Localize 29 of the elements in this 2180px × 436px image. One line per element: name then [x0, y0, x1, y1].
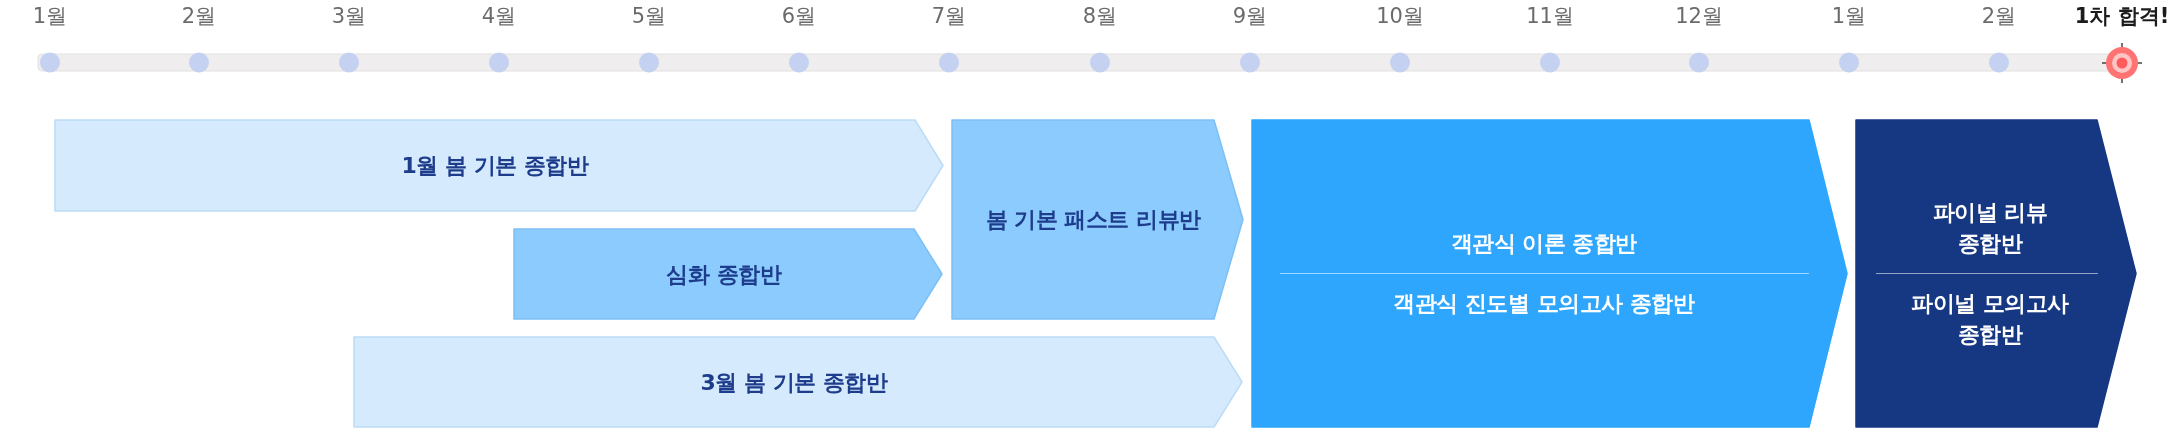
month-label: 9월: [1232, 3, 1268, 30]
month-label: 1월: [32, 3, 68, 30]
course-name: 3월 봄 기본 종합반: [700, 368, 888, 397]
course-name: 객관식 이론 종합반: [1450, 230, 1637, 258]
goal-label: 1차 합격!: [2074, 3, 2170, 30]
course-panel: [514, 229, 942, 319]
month-label: 6월: [781, 3, 817, 30]
course-panel: [1252, 120, 1847, 427]
month-label: 5월: [631, 3, 667, 30]
course-name: 객관식 진도별 모의고사 종합반: [1393, 290, 1695, 318]
course-panel: [55, 120, 943, 211]
month-label: 10월: [1376, 3, 1424, 30]
course-name: 파이널 모의고사 종합반: [1910, 290, 2070, 349]
course-name: 심화 종합반: [666, 260, 782, 289]
month-label: 11월: [1526, 3, 1574, 30]
month-label: 2월: [1981, 3, 2017, 30]
month-label: 3월: [331, 3, 367, 30]
course-panel: [1856, 120, 2136, 427]
month-label: 12월: [1675, 3, 1723, 30]
course-name: 1월 봄 기본 종합반: [401, 152, 589, 180]
course-panel: [952, 120, 1243, 319]
course-name: 파이널 리뷰 종합반: [1931, 199, 2049, 258]
course-panel: [354, 337, 1242, 427]
course-name: 봄 기본 패스트 리뷰반: [985, 206, 1201, 234]
month-label: 4월: [481, 3, 517, 30]
month-label: 7월: [931, 3, 967, 30]
month-label: 1월: [1831, 3, 1867, 30]
month-label: 8월: [1082, 3, 1118, 30]
month-label: 2월: [181, 3, 217, 30]
